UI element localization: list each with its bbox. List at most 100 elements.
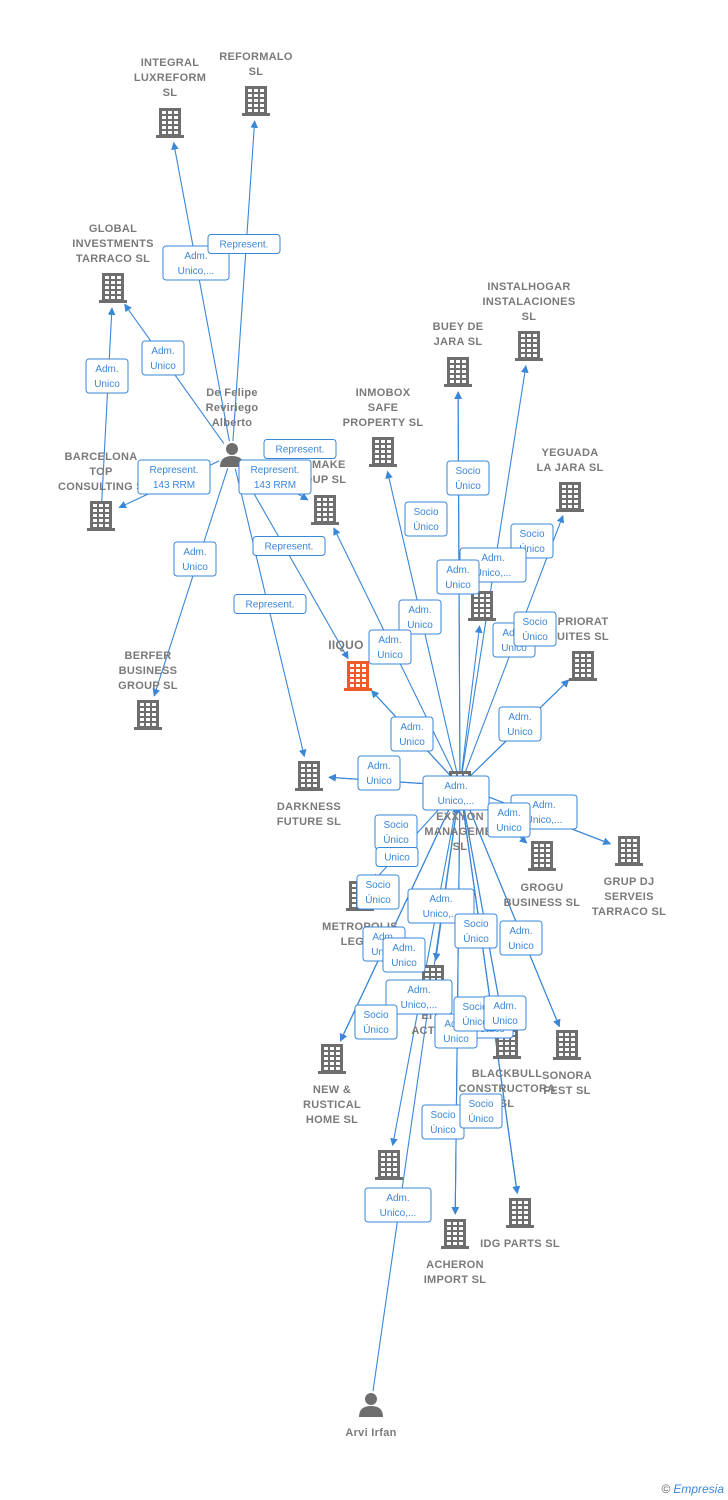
edge-label-text: Unico,...: [526, 815, 563, 826]
edge-label[interactable]: Represent.: [233, 594, 307, 614]
node-label: OUP SL: [304, 474, 347, 486]
edge-label-text: Unico: [407, 620, 433, 631]
company-node-hub2[interactable]: [468, 591, 496, 621]
node-label: FUTURE SL: [277, 816, 341, 828]
node-label: BLACKBULL: [472, 1068, 543, 1080]
edge-label-text: Unico,...: [178, 266, 215, 277]
edge-label[interactable]: Adm.Unico: [487, 802, 531, 838]
edge-label[interactable]: Represent.: [263, 439, 337, 459]
building-icon: [441, 1219, 469, 1249]
node-label: PROPERTY SL: [343, 417, 424, 429]
edge-label[interactable]: Unico: [375, 847, 419, 867]
building-icon: [528, 841, 556, 871]
edge-defelipe-to-berfer: [152, 468, 229, 697]
edge-label-text: Represent.: [246, 600, 295, 611]
edge-label-box: [483, 995, 527, 1031]
edge-label[interactable]: Adm. Unico: [398, 599, 442, 635]
edge-label-text: Adm.: [367, 761, 390, 772]
edge-label[interactable]: Adm.Unico,...: [364, 1187, 432, 1223]
building-icon: [556, 482, 584, 512]
edge-label-text: Unico: [507, 727, 533, 738]
edge-label[interactable]: Adm.Unico: [173, 541, 217, 577]
building-icon: [134, 700, 162, 730]
node-label: IDG PARTS SL: [480, 1238, 560, 1250]
edge-label[interactable]: Adm.Unico: [436, 559, 480, 595]
edge-label-text: Unico: [501, 643, 527, 654]
person-node-arvi[interactable]: Arvi Irfan: [345, 1393, 396, 1439]
edge-label[interactable]: Adm.Unico: [141, 340, 185, 376]
node-label: De Felipe: [206, 387, 258, 399]
node-label: GROUP SL: [118, 680, 178, 692]
edge-label[interactable]: Adm.Unico: [499, 920, 543, 956]
edge-label-box: [498, 706, 542, 742]
company-node-idg[interactable]: IDG PARTS SL: [480, 1198, 560, 1250]
node-label: GROGU: [520, 882, 563, 894]
edge-label[interactable]: Represent.143 RRM: [238, 459, 312, 495]
edge-label-text: Socio: [363, 1010, 388, 1021]
edge-label[interactable]: Represent.: [207, 234, 281, 254]
edge-label[interactable]: Adm.Unico: [368, 629, 412, 665]
edge-label[interactable]: Adm.Unico: [357, 755, 401, 791]
edge-label[interactable]: Adm.Unico,...: [385, 979, 453, 1015]
node-label: SL: [453, 841, 468, 853]
edge-label-text: Único: [522, 630, 548, 643]
node-label: PRIORAT: [558, 616, 609, 628]
edge-label-text: Adm.: [532, 800, 555, 811]
edge-label-text: Único: [463, 932, 489, 945]
edge-label-box: [207, 234, 281, 254]
edge-label[interactable]: Adm.Unico: [498, 706, 542, 742]
edge-label[interactable]: Adm.Unico: [390, 716, 434, 752]
node-label: EMAKE: [304, 459, 345, 471]
edge-label[interactable]: Adm.Unico: [85, 358, 129, 394]
company-node-iiquo[interactable]: IIQUO: [328, 638, 372, 691]
empresia-brand[interactable]: ©Empresia: [661, 1482, 724, 1496]
edge-label[interactable]: Adm.Unico,...: [422, 775, 490, 811]
edge-label-text: Único: [365, 893, 391, 906]
edge-label[interactable]: Adm.Unico,...: [162, 245, 230, 281]
company-node-emake[interactable]: EMAKE OUP SL: [304, 459, 347, 525]
edge-label-box: [422, 775, 490, 811]
company-node-darkness[interactable]: DARKNESS FUTURE SL: [277, 761, 341, 828]
edge-label-text: Unico,...: [438, 796, 475, 807]
edge-label-text: Adm.: [408, 605, 431, 616]
edge-label-text: Adm.: [497, 808, 520, 819]
company-node-grogu[interactable]: GROGU BUSINESS SL: [504, 841, 581, 909]
edge-label-text: Único: [462, 1015, 488, 1028]
edge-label-text: Adm.: [400, 722, 423, 733]
edge-label[interactable]: Represent.: [252, 536, 326, 556]
node-label: EXXYON: [436, 811, 484, 823]
edge-label[interactable]: Adm.Unico: [483, 995, 527, 1031]
edge-label[interactable]: Adm.Unico: [382, 937, 426, 973]
node-label: MANAGEMEI: [424, 826, 495, 838]
edge-label-text: 143 RRM: [153, 480, 195, 491]
node-label: DARKNESS: [277, 801, 341, 813]
node-label: BUSINESS SL: [504, 897, 581, 909]
edge-label[interactable]: Represent.143 RRM: [137, 459, 211, 495]
edge-label-text: Único: [468, 1112, 494, 1125]
